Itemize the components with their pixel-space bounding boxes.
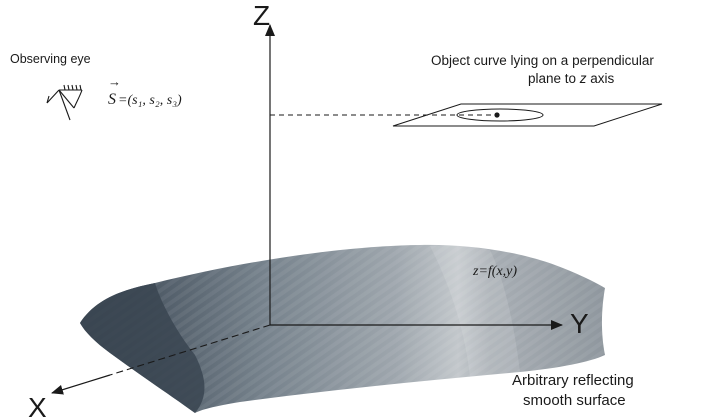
view-vector: → S =(s₁, s₂, s₃) <box>108 74 182 108</box>
plane-outline <box>392 103 663 127</box>
z-axis-label: Z <box>253 0 270 31</box>
surface-label-line2: smooth surface <box>523 392 626 409</box>
surface-dark-facet <box>80 283 205 413</box>
vector-symbol: S <box>108 91 116 108</box>
eye-label: Observing eye <box>10 52 91 66</box>
object-point <box>494 112 500 118</box>
eye-icon <box>46 84 83 121</box>
x-axis <box>51 374 111 395</box>
reflecting-surface <box>80 244 605 413</box>
vector-expression: =(s₁, s₂, s₃) <box>118 93 182 108</box>
surface-label-line1: Arbitrary reflecting <box>512 372 634 389</box>
surface-equation: z=f(x,y) <box>472 264 517 279</box>
object-curve <box>456 108 544 122</box>
object-plane <box>392 103 663 127</box>
object-curve-label-line2: plane to z axis <box>528 71 615 86</box>
x-axis-label: X <box>28 392 47 419</box>
object-curve-label-line1: Object curve lying on a perpendicular <box>431 53 654 68</box>
surface-highlight <box>430 245 520 377</box>
x-axis-dashed <box>109 324 271 376</box>
y-axis-label: Y <box>570 308 589 339</box>
vector-arrow-icon: → <box>108 74 121 89</box>
